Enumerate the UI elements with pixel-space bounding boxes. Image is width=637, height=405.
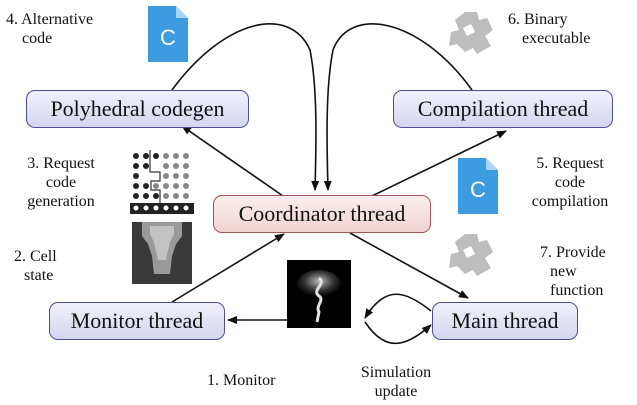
node-coordinator-thread: Coordinator thread bbox=[213, 195, 431, 233]
cell-state-image bbox=[132, 222, 192, 284]
node-main-thread: Main thread bbox=[432, 302, 578, 340]
binary-executable-icon bbox=[449, 12, 493, 54]
svg-text:C: C bbox=[160, 25, 176, 50]
edge-simulation-update-out bbox=[364, 293, 432, 319]
c-file-icon: C bbox=[148, 6, 188, 62]
label-alternative-code: 4. Alternative code bbox=[6, 11, 94, 47]
node-monitor-thread: Monitor thread bbox=[49, 302, 225, 340]
node-coordinator-thread-label: Coordinator thread bbox=[238, 201, 406, 226]
binary-executable-icon bbox=[449, 234, 493, 276]
c-file-icon: C bbox=[458, 158, 498, 214]
svg-text:C: C bbox=[470, 177, 486, 202]
label-request-code-generation: 3. Request code generation bbox=[27, 155, 95, 210]
node-compilation-thread-label: Compilation thread bbox=[417, 96, 589, 121]
edge-request-compilation bbox=[371, 130, 507, 197]
edge-request-codegen bbox=[181, 125, 284, 197]
label-cell-state: 2. Cell state bbox=[14, 248, 57, 284]
edge-provide-function bbox=[349, 232, 469, 299]
node-polyhedral-codegen: Polyhedral codegen bbox=[26, 90, 249, 128]
edge-cell-state bbox=[171, 233, 285, 303]
label-simulation-update: Simulation update bbox=[360, 364, 432, 400]
edge-simulation-update-in bbox=[364, 321, 432, 345]
node-compilation-thread: Compilation thread bbox=[393, 90, 613, 128]
simulation-image bbox=[287, 260, 351, 328]
label-provide-new-function: 7. Provide new function bbox=[540, 244, 606, 299]
label-binary-executable: 6. Binary executable bbox=[508, 11, 591, 47]
node-main-thread-label: Main thread bbox=[451, 308, 559, 333]
edge-alternative-code bbox=[171, 23, 320, 191]
code-generation-grid-image bbox=[130, 150, 194, 214]
edge-binary-executable bbox=[323, 23, 473, 191]
node-polyhedral-codegen-label: Polyhedral codegen bbox=[50, 96, 225, 121]
label-request-code-compilation: 5. Request code compilation bbox=[531, 155, 609, 210]
label-monitor: 1. Monitor bbox=[207, 372, 276, 389]
node-monitor-thread-label: Monitor thread bbox=[70, 308, 204, 333]
